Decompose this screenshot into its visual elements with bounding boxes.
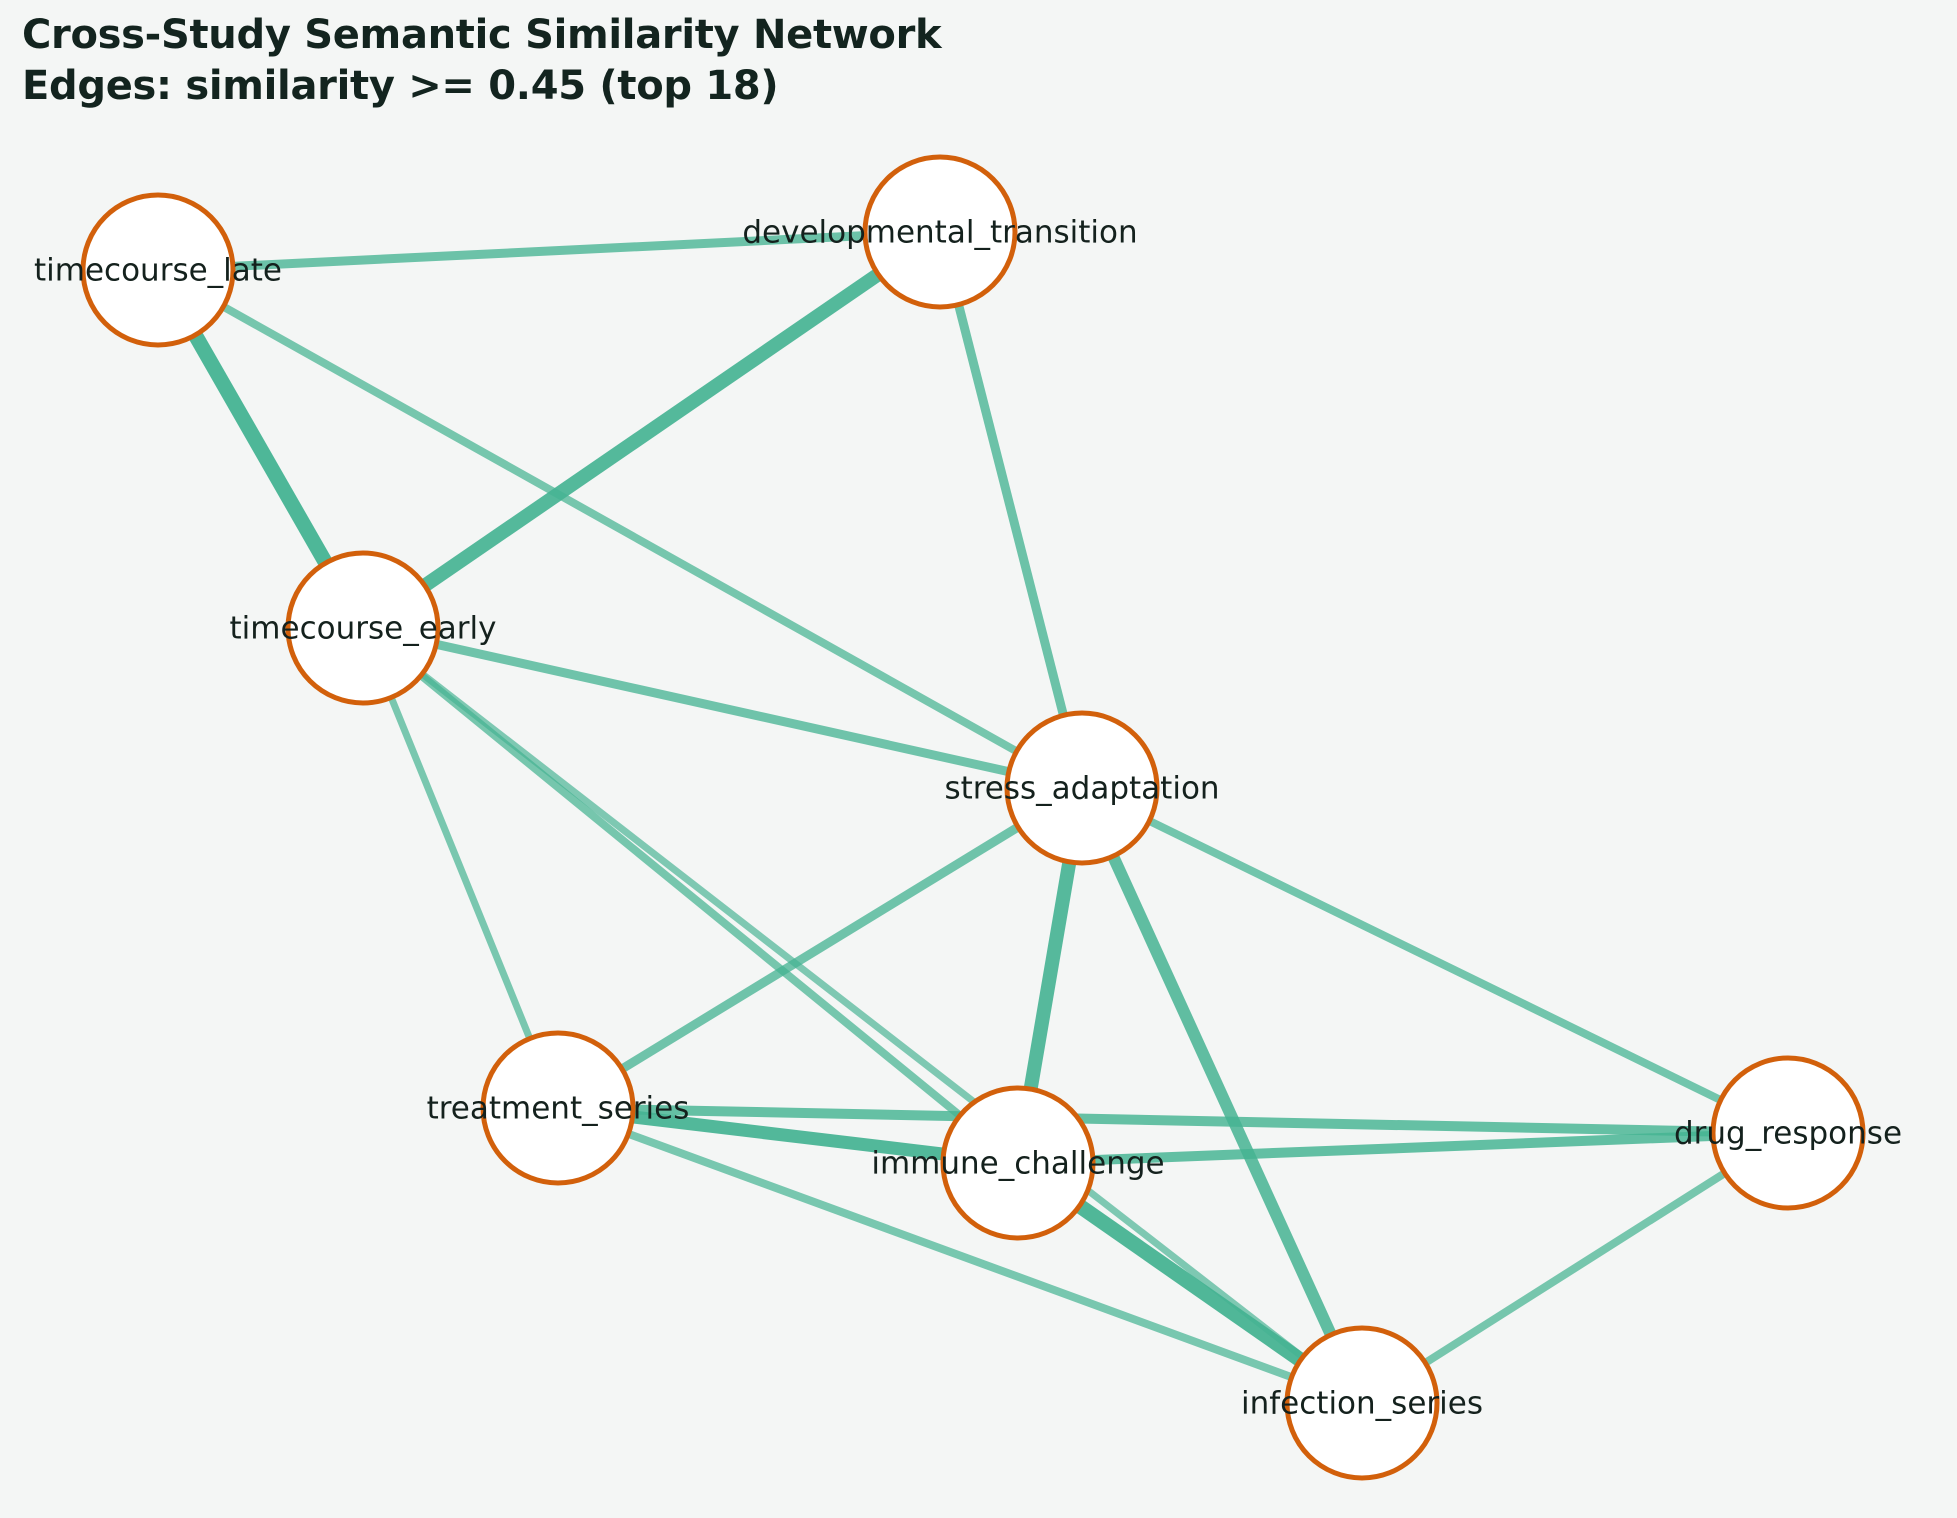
edge-layer [151, 226, 1791, 1410]
node-label: treatment_series [427, 1091, 690, 1127]
figure-title-line-1: Cross-Study Semantic Similarity Network [22, 12, 942, 58]
node-circle[interactable] [862, 154, 1018, 310]
graph-node-drug_response[interactable]: drug_response [1674, 1055, 1902, 1211]
node-circle[interactable] [1004, 710, 1160, 866]
node-label: drug_response [1674, 1116, 1902, 1152]
graph-edge [360, 625, 1365, 1406]
node-label: developmental_transition [742, 215, 1137, 251]
graph-edge [1080, 784, 1790, 1137]
figure-title-block: Cross-Study Semantic Similarity Network … [22, 10, 942, 112]
figure-title-line-2: Edges: similarity >= 0.45 (top 18) [22, 63, 779, 110]
node-label: timecourse_late [34, 253, 282, 289]
graph-node-stress_adaptation[interactable]: stress_adaptation [944, 710, 1220, 866]
graph-edge [1076, 785, 1368, 1406]
graph-node-treatment_series[interactable]: treatment_series [427, 1030, 690, 1186]
graph-edge [359, 226, 944, 634]
node-circle[interactable] [285, 550, 441, 706]
node-label: immune_challenge [871, 1146, 1164, 1182]
node-layer: timecourse_late developmental_transitiont… [34, 154, 1902, 1481]
node-circle[interactable] [80, 192, 236, 348]
graph-node-immune_challenge[interactable]: immune_challenge [871, 1085, 1165, 1241]
node-label: stress_adaptation [944, 771, 1219, 807]
graph-edge [157, 227, 941, 275]
graph-edge [1359, 1129, 1791, 1407]
graph-edge [935, 230, 1087, 790]
graph-edge [1017, 1128, 1789, 1168]
graph-node-timecourse_late[interactable]: timecourse_late [34, 192, 282, 348]
graph-edge [359, 626, 562, 1110]
graph-node-infection_series[interactable]: infection_series [1241, 1325, 1483, 1481]
graph-edge [557, 1103, 1789, 1138]
graph-edge [362, 623, 1083, 793]
graph-node-developmental_transition[interactable]: developmental_transition [742, 154, 1138, 310]
graph-edge [555, 784, 1085, 1112]
node-circle[interactable] [940, 1085, 1096, 1241]
graph-edge [360, 624, 1021, 1167]
node-circle[interactable] [1710, 1055, 1866, 1211]
node-circle[interactable] [480, 1030, 636, 1186]
graph-node-timecourse_early[interactable]: timecourse_early [230, 550, 497, 706]
graph-edge [556, 1104, 1364, 1407]
node-label: infection_series [1241, 1386, 1483, 1422]
node-circle[interactable] [1284, 1325, 1440, 1481]
node-label: timecourse_early [230, 611, 497, 647]
graph-edge [156, 266, 1084, 792]
